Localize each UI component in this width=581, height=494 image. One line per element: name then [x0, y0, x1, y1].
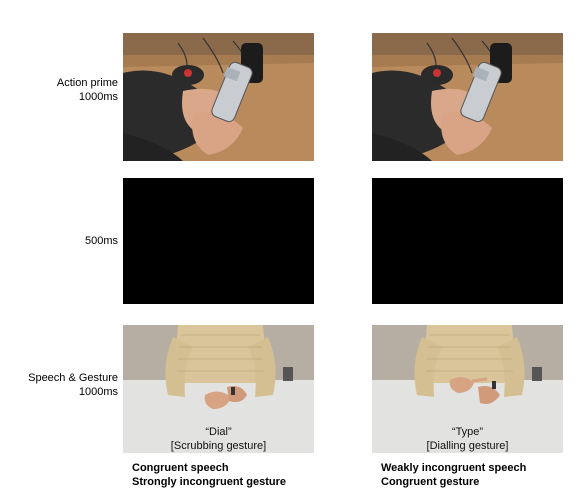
condition-label-left: Congruent speech Strongly incongruent ge… — [132, 461, 286, 489]
action-prime-image-left — [123, 33, 314, 161]
condition-speech-right: Weakly incongruent speech — [381, 462, 527, 474]
condition-label-right: Weakly incongruent speech Congruent gest… — [381, 461, 526, 489]
condition-gesture-right: Congruent gesture — [381, 476, 480, 488]
row-label-speech-gesture-duration: 1000ms — [78, 386, 118, 398]
speech-gesture-image-left: “Dial” [Scrubbing gesture] — [123, 325, 314, 453]
speech-word-left: “Dial” — [205, 426, 232, 438]
row-label-action-prime-duration: 1000ms — [78, 91, 118, 103]
row-label-blank: 500ms — [10, 234, 118, 248]
condition-gesture-left: Strongly incongruent gesture — [132, 476, 287, 488]
caption-left: “Dial” [Scrubbing gesture] — [123, 425, 314, 453]
condition-speech-left: Congruent speech — [132, 462, 229, 474]
speech-word-right: “Type” — [451, 426, 484, 438]
gesture-description-right: [Dialling gesture] — [426, 440, 509, 452]
blank-screen-left — [123, 178, 314, 304]
blank-screen-right — [372, 178, 563, 304]
speech-gesture-image-right: “Type” [Dialling gesture] — [372, 325, 563, 453]
caption-right: “Type” [Dialling gesture] — [372, 425, 563, 453]
action-prime-image-right — [372, 33, 563, 161]
row-label-blank-duration: 500ms — [84, 235, 118, 247]
row-label-speech-gesture: Speech & Gesture 1000ms — [10, 371, 118, 399]
row-label-speech-gesture-name: Speech & Gesture — [28, 372, 118, 384]
row-label-action-prime: Action prime 1000ms — [10, 76, 118, 104]
gesture-description-left: [Scrubbing gesture] — [170, 440, 267, 452]
row-label-action-prime-name: Action prime — [56, 77, 118, 89]
